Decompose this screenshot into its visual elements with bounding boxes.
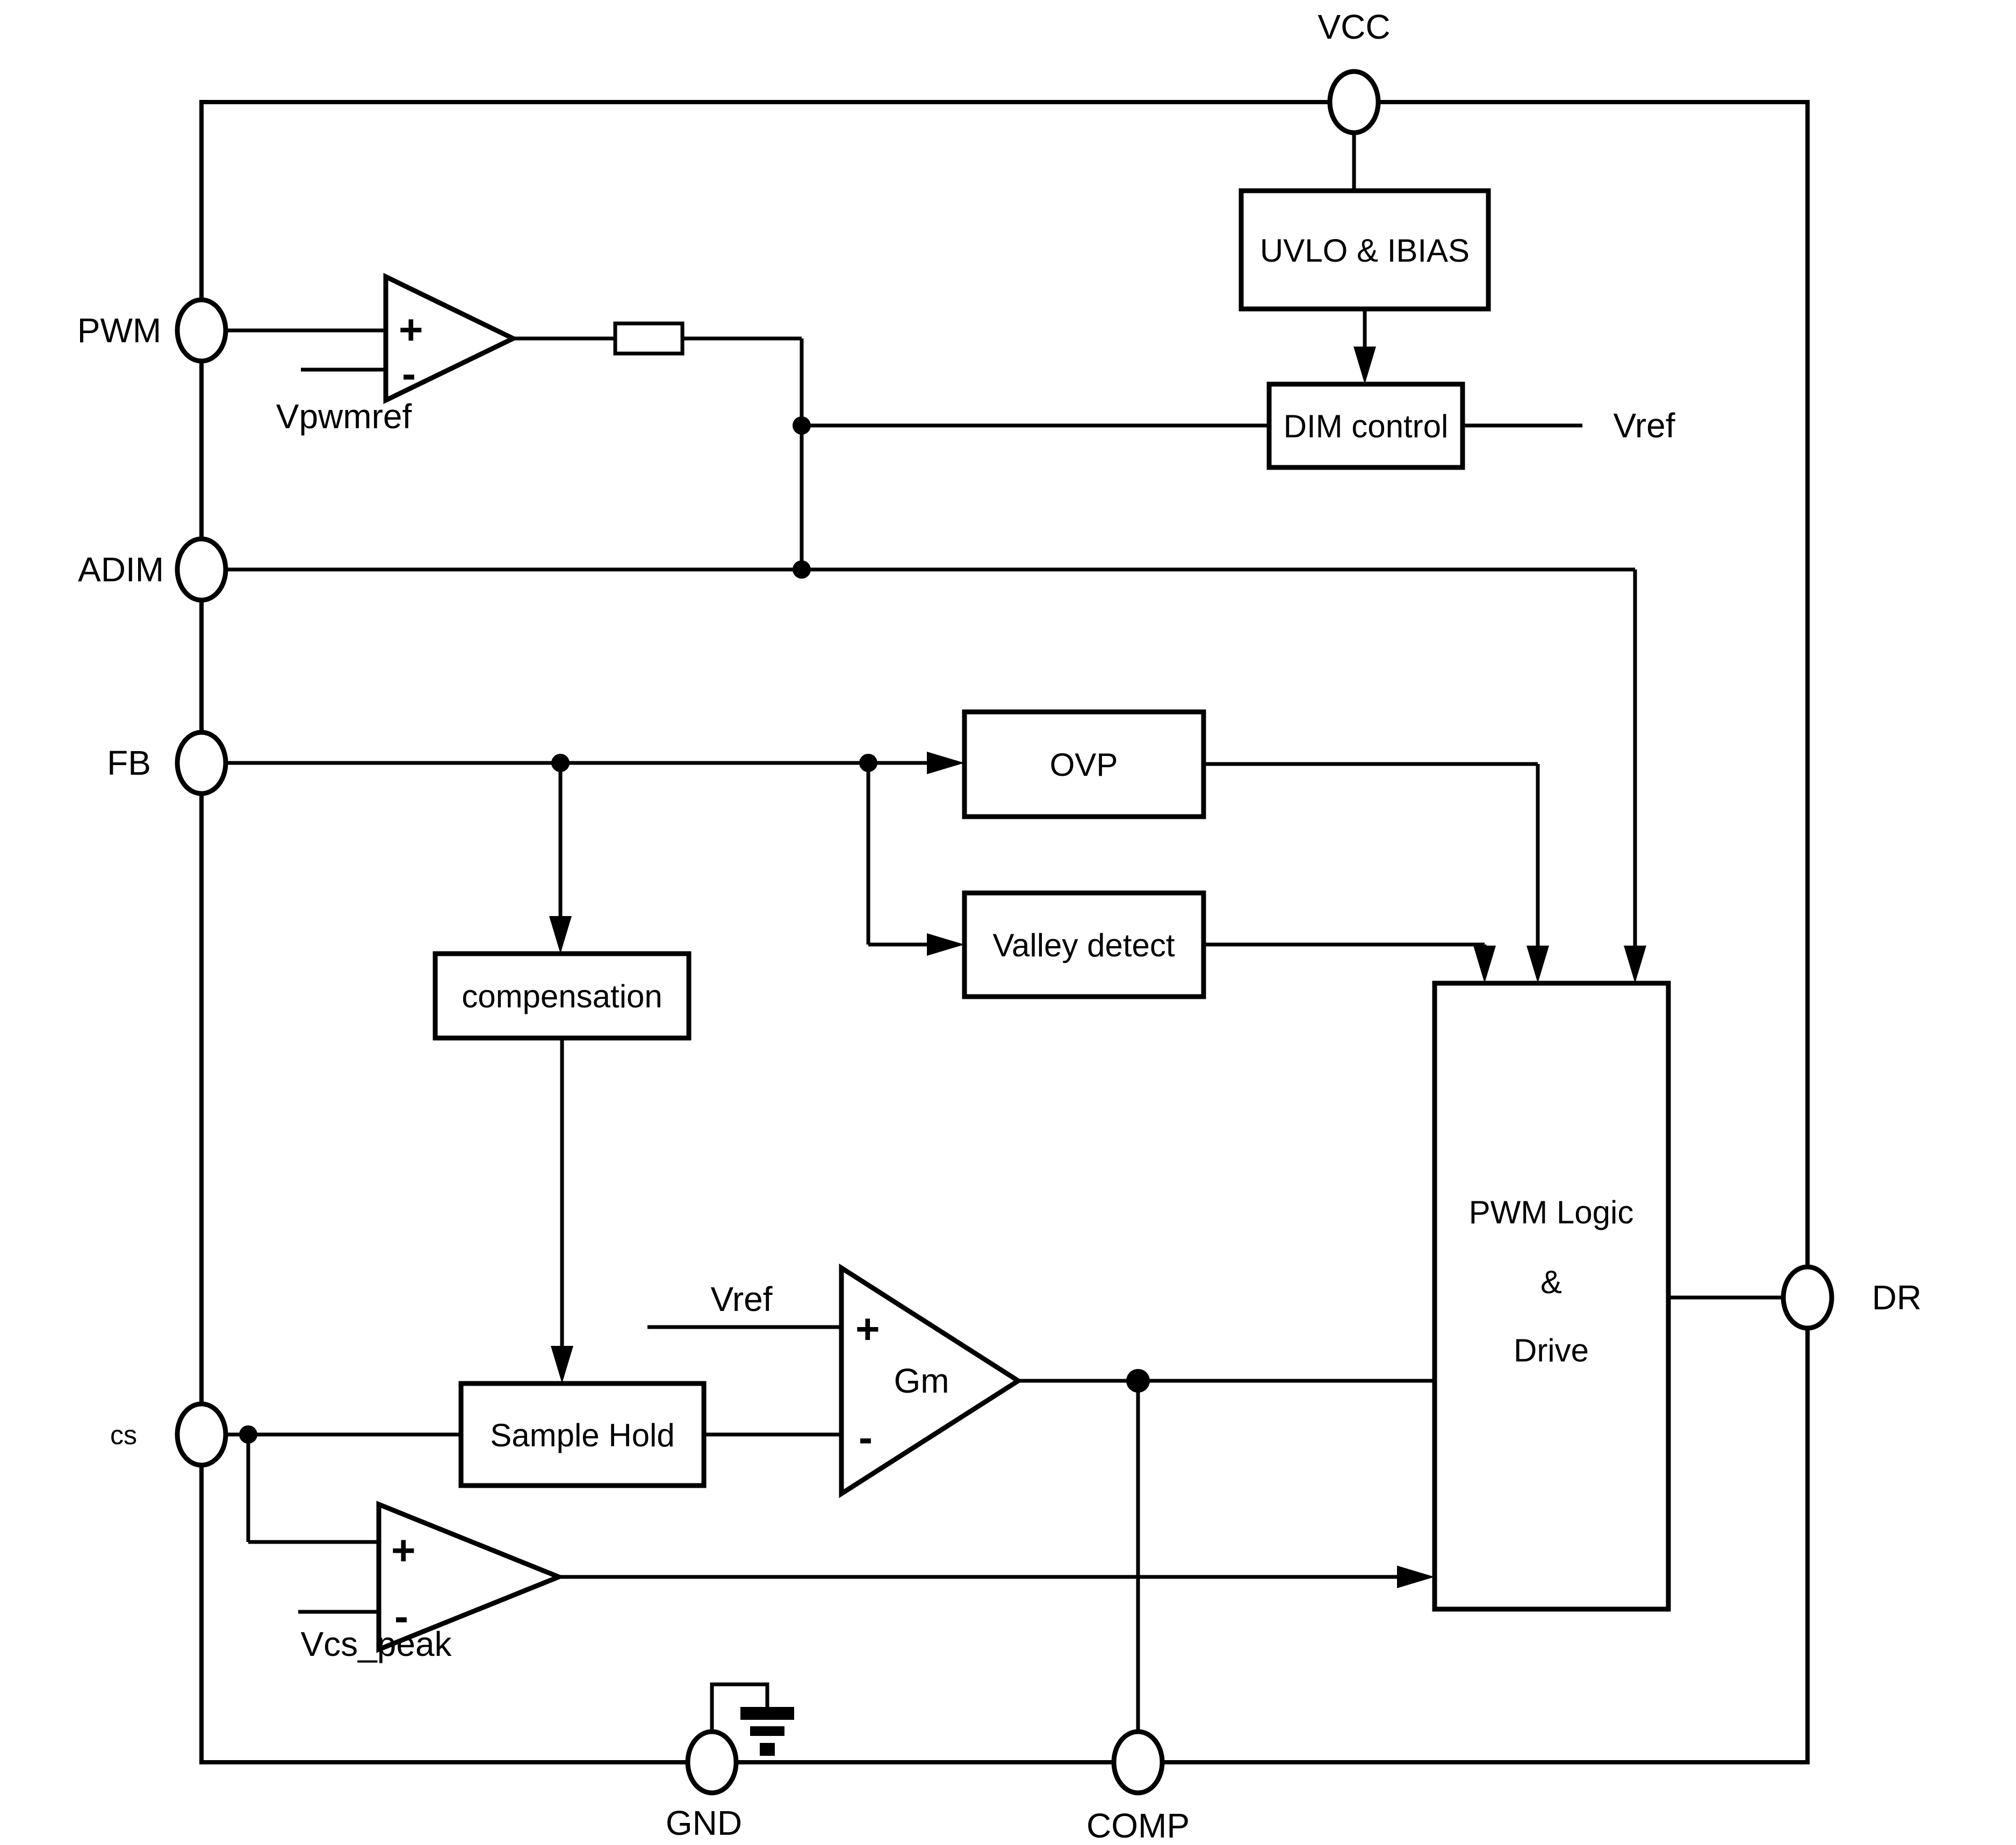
pin-label-cs: cs [110,1420,137,1450]
pin-label-dr: DR [1872,1278,1921,1317]
block-label-pwm-logic-1: PWM Logic [1469,1194,1634,1230]
junction-dot [859,754,877,772]
block-label-dim: DIM control [1284,408,1449,444]
block-label-compensation: compensation [462,978,663,1014]
gnd-pin [685,1729,739,1796]
cs-comparator [376,1501,566,1653]
gm-plus-sign: + [855,1305,880,1352]
cs-comparator-minus-sign: - [394,1592,408,1640]
junction-dot [793,416,811,435]
arrowhead-cscomp-to-logic-icon [1397,1566,1435,1588]
ovp-box [962,709,1206,819]
amp-label-gm: Gm [894,1361,949,1400]
arrowhead-ovp-to-logic-icon [1527,946,1549,983]
net-label-vref-out: Vref [1614,406,1675,445]
pwm-comparator-plus-sign: + [399,306,423,353]
junction-dot [793,560,811,579]
pwm-comparator [383,272,519,405]
block-label-pwm-logic-3: Drive [1514,1332,1589,1368]
block-label-pwm-logic-2: & [1540,1264,1562,1300]
adim-pin [175,536,228,603]
pin-label-adim: ADIM [78,550,164,589]
pwm-logic-box [1432,981,1671,1612]
junction-dot [551,754,570,772]
valley-detect-box [962,890,1206,999]
pin-label-vcc: VCC [1317,8,1390,46]
pwm-pin [175,297,228,364]
block-label-ovp: OVP [1050,747,1118,783]
wire-gnd-symbol [710,1682,769,1732]
block-label-valley: Valley detect [992,927,1175,963]
comp-pin [1111,1729,1165,1796]
block-label-sample-hold: Sample Hold [490,1417,675,1453]
ground-icon [760,1743,775,1756]
arrowhead-valley-input-icon [927,933,964,956]
resistor [613,321,685,356]
dr-pin [1781,1264,1834,1331]
pin-label-pwm: PWM [77,311,161,350]
block-label-uvlo: UVLO & IBIAS [1260,233,1470,269]
arrowhead-samplehold-input-icon [551,1346,573,1383]
junction-dot [1126,1369,1150,1393]
arrowhead-dim-input-icon [1353,347,1376,384]
compensation-box [433,951,692,1041]
gm-minus-sign: - [859,1414,873,1461]
pin-label-comp: COMP [1086,1806,1190,1845]
fb-pin [175,730,228,796]
cs-pin [175,1401,228,1468]
net-label-vpwmref: Vpwmref [276,397,412,436]
net-label-vcs-peak: Vcs_peak [300,1625,452,1663]
arrowhead-ovp-input-icon [927,752,964,774]
uvlo-ibias-box [1239,188,1491,312]
dim-control-box [1266,381,1465,470]
vcc-pin [1327,69,1381,135]
junction-dot [239,1425,257,1444]
arrowhead-valley-to-logic-icon [1473,946,1496,983]
cs-comparator-plus-sign: + [391,1526,416,1574]
pwm-comparator-minus-sign: - [402,350,416,397]
net-label-vref-in: Vref [711,1280,773,1318]
sample-hold-box [458,1381,707,1488]
ground-icon [740,1707,794,1720]
ground-icon [750,1726,784,1736]
pin-label-gnd: GND [666,1804,742,1842]
arrowhead-adim-icon [1624,946,1646,983]
chip-outline [199,100,1810,1764]
arrowhead-compensation-input-icon [549,916,572,954]
pin-label-fb: FB [107,744,151,782]
gm-amplifier [839,1263,1023,1498]
